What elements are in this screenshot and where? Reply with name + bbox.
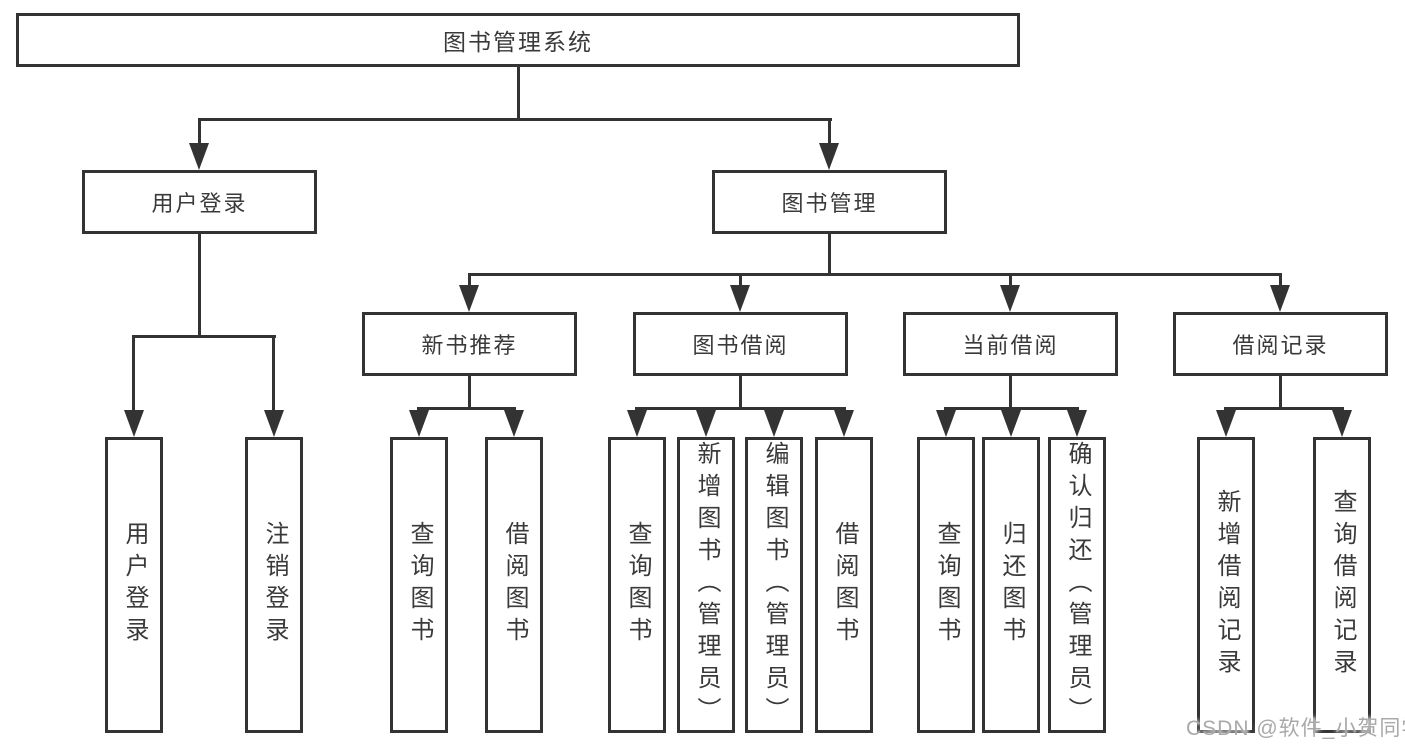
arrowhead bbox=[627, 410, 647, 437]
arrowhead bbox=[409, 410, 429, 437]
arrowhead bbox=[936, 410, 956, 437]
connector-line bbox=[198, 231, 201, 337]
connector-bar bbox=[132, 335, 276, 338]
leaf-query-book-1: 查询图书 bbox=[390, 437, 448, 733]
leaf-return-book: 归还图书 bbox=[982, 437, 1040, 733]
connector-bar bbox=[635, 407, 846, 410]
leaf-borrow-book-1: 借阅图书 bbox=[485, 437, 543, 733]
arrowhead bbox=[819, 143, 839, 170]
connector-line bbox=[1279, 374, 1282, 410]
node-book-borrow: 图书借阅 bbox=[633, 312, 848, 376]
leaf-user-login: 用户登录 bbox=[105, 437, 163, 733]
arrowhead bbox=[1270, 285, 1290, 312]
arrowhead bbox=[459, 285, 479, 312]
connector-line bbox=[198, 118, 201, 158]
node-current-borrow: 当前借阅 bbox=[903, 312, 1118, 376]
connector-line bbox=[272, 335, 275, 415]
arrowhead bbox=[730, 285, 750, 312]
connector-line bbox=[828, 118, 831, 158]
connector-line bbox=[468, 374, 471, 410]
connector-bar-level3 bbox=[468, 273, 1282, 276]
leaf-query-book-2: 查询图书 bbox=[608, 437, 666, 733]
connector-line bbox=[828, 232, 831, 276]
csdn-watermark: CSDN @软件_小贺同学 bbox=[1186, 717, 1405, 740]
connector-trunk bbox=[517, 65, 520, 121]
arrowhead bbox=[764, 410, 784, 437]
arrowhead bbox=[504, 410, 524, 437]
connector-bar bbox=[417, 407, 516, 410]
leaf-add-book-admin: 新增图书（管理员） bbox=[677, 437, 735, 733]
leaf-add-borrow-record: 新增借阅记录 bbox=[1197, 437, 1255, 733]
connector-line bbox=[1279, 273, 1282, 293]
node-user-login: 用户登录 bbox=[82, 170, 317, 234]
connector-line bbox=[1009, 374, 1012, 410]
node-borrow-record: 借阅记录 bbox=[1173, 312, 1388, 376]
connector-line bbox=[739, 374, 742, 410]
connector-line bbox=[132, 335, 135, 415]
arrowhead bbox=[1216, 410, 1236, 437]
node-new-book-recommend: 新书推荐 bbox=[362, 312, 577, 376]
arrowhead bbox=[124, 410, 144, 437]
arrowhead bbox=[834, 410, 854, 437]
leaf-confirm-return-admin: 确认归还（管理员） bbox=[1048, 437, 1106, 733]
connector-line bbox=[468, 273, 471, 293]
arrowhead bbox=[264, 410, 284, 437]
leaf-query-book-3: 查询图书 bbox=[917, 437, 975, 733]
connector-bar bbox=[1224, 407, 1344, 410]
arrowhead bbox=[1001, 410, 1021, 437]
leaf-borrow-book-2: 借阅图书 bbox=[815, 437, 873, 733]
leaf-query-borrow-record: 查询借阅记录 bbox=[1313, 437, 1371, 733]
leaf-logout: 注销登录 bbox=[245, 437, 303, 733]
arrowhead bbox=[696, 410, 716, 437]
arrowhead bbox=[1067, 410, 1087, 437]
arrowhead bbox=[1000, 285, 1020, 312]
connector-line bbox=[739, 273, 742, 293]
node-root: 图书管理系统 bbox=[16, 13, 1020, 67]
leaf-edit-book-admin: 编辑图书（管理员） bbox=[745, 437, 803, 733]
connector-bar-level2 bbox=[198, 118, 832, 121]
arrowhead bbox=[1332, 410, 1352, 437]
node-book-management: 图书管理 bbox=[712, 170, 947, 234]
connector-line bbox=[1009, 273, 1012, 293]
arrowhead bbox=[189, 143, 209, 170]
